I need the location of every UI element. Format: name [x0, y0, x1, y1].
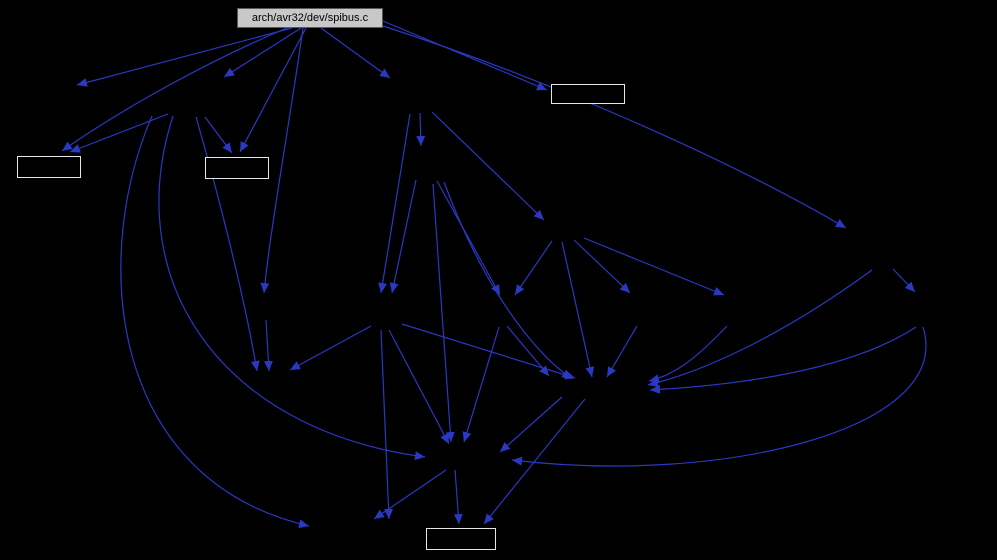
graph-edge	[606, 325, 638, 378]
graph-edge	[195, 116, 260, 372]
graph-edge	[388, 329, 450, 445]
graph-node-box-top-right[interactable]	[551, 84, 625, 104]
graph-edge	[416, 112, 426, 147]
graph-edge	[260, 27, 304, 294]
graph-edge	[401, 323, 576, 380]
graph-node-box-bottom[interactable]	[426, 528, 496, 550]
graph-edge	[120, 115, 310, 529]
graph-edge	[239, 27, 307, 153]
graph-edge	[514, 240, 553, 296]
graph-edge	[382, 20, 548, 91]
graph-edge	[69, 113, 169, 153]
graph-edge	[462, 326, 500, 443]
graph-edge	[483, 398, 586, 525]
graph-edge	[76, 27, 293, 87]
graph-edge	[378, 113, 411, 294]
graph-edge	[61, 27, 288, 152]
graph-edge	[436, 180, 501, 296]
graph-edge	[263, 319, 273, 372]
graph-edge	[511, 326, 927, 467]
graph-node-main: arch/avr32/dev/spibus.c	[237, 8, 383, 28]
graph-edge	[892, 268, 916, 293]
graph-edge	[223, 27, 302, 78]
graph-edge	[647, 269, 873, 388]
graph-edge	[573, 239, 631, 294]
graph-edge	[499, 396, 563, 453]
graph-edge	[380, 329, 394, 520]
graph-edge	[373, 469, 447, 520]
graph-edge	[432, 183, 455, 443]
graph-edge	[649, 326, 917, 394]
graph-edge	[289, 325, 372, 371]
graph-node-box-mid-left[interactable]	[205, 157, 269, 179]
graph-edge	[453, 469, 463, 525]
graph-edge	[204, 116, 233, 154]
graph-edge	[382, 25, 847, 229]
graph-edge	[320, 27, 391, 79]
graph-node-box-left[interactable]	[17, 156, 81, 178]
graph-edge	[389, 179, 417, 294]
graph-edge	[561, 241, 595, 378]
graph-edge	[443, 181, 573, 380]
graph-edge	[158, 115, 426, 461]
graph-edge	[583, 237, 725, 296]
graph-edge	[506, 325, 550, 377]
graph-edge	[431, 111, 545, 221]
